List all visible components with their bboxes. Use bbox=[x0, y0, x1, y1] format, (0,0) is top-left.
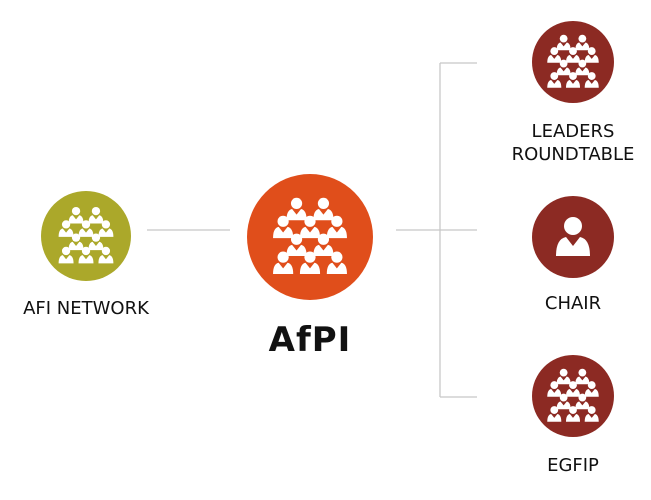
connector-lines bbox=[147, 62, 477, 398]
afpi-label: AfPI bbox=[268, 320, 352, 360]
egfip-node bbox=[532, 355, 614, 437]
chair-circle bbox=[532, 196, 614, 278]
chair-label: CHAIR bbox=[544, 293, 602, 314]
egfip-label: EGFIP bbox=[547, 455, 599, 476]
afi-network-label: AFI NETWORK bbox=[23, 298, 149, 319]
afpi-node bbox=[247, 174, 373, 300]
leaders-roundtable-node bbox=[532, 21, 614, 103]
afi-network-node bbox=[41, 191, 131, 281]
chair-node bbox=[532, 196, 614, 278]
leaders-roundtable-label: LEADERS ROUNDTABLE bbox=[511, 121, 635, 165]
